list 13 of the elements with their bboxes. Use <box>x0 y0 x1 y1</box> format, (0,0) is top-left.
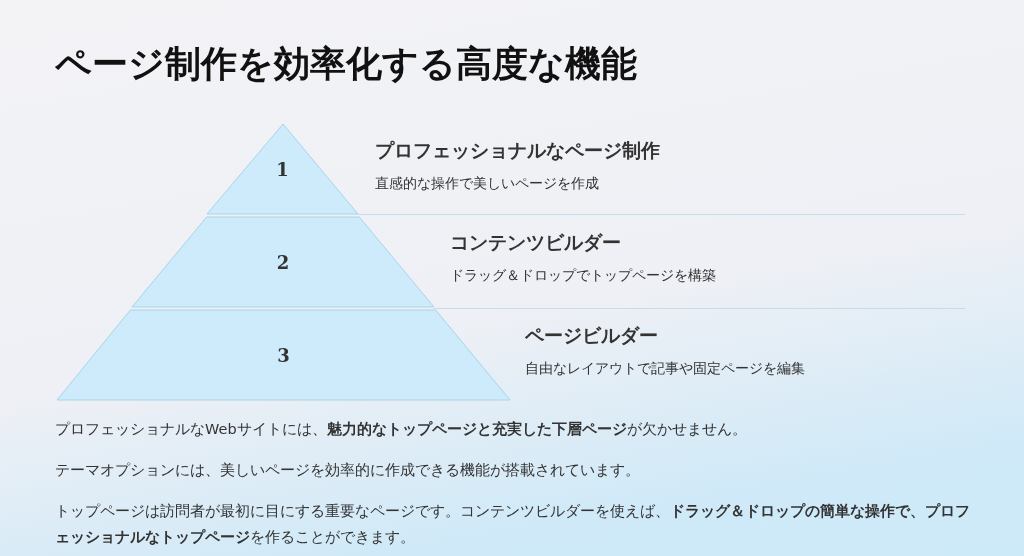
title: ページ制作を効率化する高度な機能 <box>55 42 637 86</box>
paragraph: プロフェッショナルなWebサイトには、魅力的なトップページと充実した下層ページが欠かせません。 <box>55 420 748 439</box>
tier-description: ドラッグ＆ドロップでトップページを構築 <box>450 267 716 285</box>
tier-heading: コンテンツビルダー <box>450 230 621 255</box>
tier-heading: ページビルダー <box>525 323 658 348</box>
paragraph: テーマオプションには、美しいページを効率的に作成できる機能が搭載されています。 <box>55 461 641 480</box>
tier-number: 2 <box>275 251 291 273</box>
tier-number: 3 <box>276 344 291 366</box>
tier-description: 直感的な操作で美しいページを作成 <box>375 175 599 193</box>
paragraph: トップページは訪問者が最初に目にする重要なページです。コンテンツビルダーを使えば、ドラッグ＆ドロップの簡単な操作で、プロフェッショナルなトップページを作ることができます。 <box>55 502 971 547</box>
tier-number: 1 <box>275 158 290 180</box>
tier-heading: プロフェッショナルなページ制作 <box>375 138 660 163</box>
tier-description: 自由なレイアウトで記事や固定ページを編集 <box>525 360 805 378</box>
